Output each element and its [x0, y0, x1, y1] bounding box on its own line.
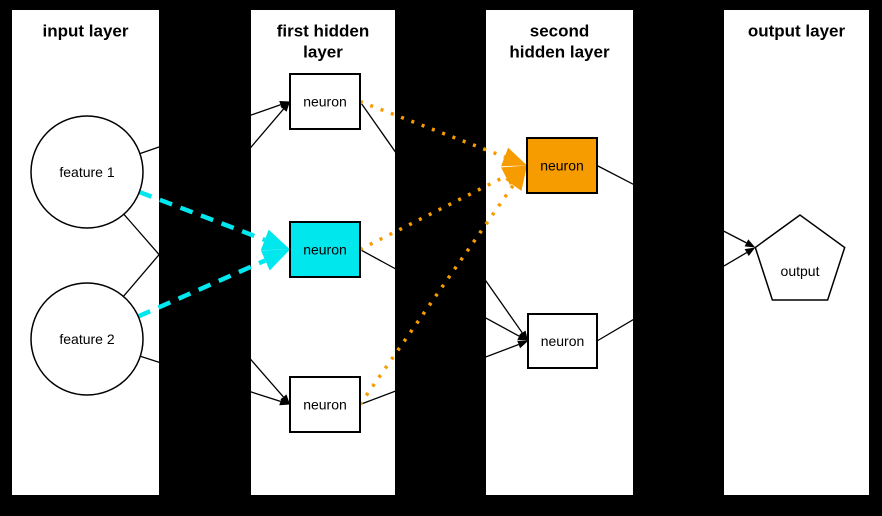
- panel-title-output: output layer: [748, 22, 846, 41]
- node-h1mid: [289, 221, 361, 278]
- arrowhead-feature1-h1mid: [260, 229, 290, 251]
- panel-title-hidden1: layer: [303, 43, 343, 62]
- arrowhead-h1top-h2top: [501, 147, 527, 167]
- arrowhead-feature2-h1mid: [260, 249, 290, 271]
- edge-h1bot-h2top: [358, 184, 515, 406]
- node-label-feature2: feature 2: [59, 331, 114, 347]
- panel-title-hidden2: hidden layer: [509, 43, 610, 62]
- panel-title-input: input layer: [43, 22, 129, 41]
- node-output: [754, 214, 846, 301]
- panel-input: [12, 10, 159, 495]
- node-label-h1top: neuron: [303, 94, 347, 110]
- arrowhead-feature2-h1top: [280, 101, 290, 112]
- arrowhead-h1bot-h2bot: [517, 340, 528, 349]
- node-h2bot: [527, 313, 598, 369]
- node-label-feature1: feature 1: [59, 164, 114, 180]
- node-feature1: [30, 115, 144, 229]
- panel-title-hidden1: first hidden: [277, 22, 370, 41]
- edge-h2bot-output: [596, 252, 748, 342]
- arrowhead-h2bot-output: [744, 247, 756, 257]
- edges-group: [122, 99, 756, 406]
- node-label-h1mid: neuron: [303, 242, 347, 258]
- node-label-h1bot: neuron: [303, 397, 347, 413]
- node-label-h2bot: neuron: [541, 333, 585, 349]
- node-label-output: output: [781, 263, 820, 279]
- edge-h2top-output: [596, 164, 747, 244]
- edge-feature1-h1bot: [123, 213, 284, 398]
- panel-hidden2: [486, 10, 633, 495]
- arrowhead-h1mid-h2bot: [517, 332, 528, 341]
- edge-h1bot-h2bot: [359, 343, 519, 406]
- node-h1top: [289, 73, 361, 130]
- edge-h1mid-h2bot: [359, 248, 520, 337]
- panel-title-hidden2: second: [530, 22, 590, 41]
- arrowhead-feature1-h1bot: [280, 394, 290, 405]
- node-label-h2top: neuron: [540, 158, 584, 174]
- node-h1bot: [289, 376, 361, 433]
- arrowhead-h1bot-h2top: [505, 165, 527, 191]
- edge-feature2-h1top: [122, 108, 284, 297]
- edge-h1top-h2bot: [359, 101, 523, 334]
- edge-feature1-h1mid: [138, 189, 266, 242]
- node-feature2: [30, 282, 144, 396]
- edge-feature2-h1bot: [140, 355, 281, 403]
- arrowhead-feature2-h1bot: [279, 397, 290, 406]
- edge-feature1-h1top: [139, 104, 281, 155]
- node-h2top: [526, 137, 598, 194]
- arrowhead-h2top-output: [744, 239, 756, 248]
- edge-h1top-h2top: [359, 99, 506, 159]
- edge-feature2-h1mid: [137, 258, 267, 319]
